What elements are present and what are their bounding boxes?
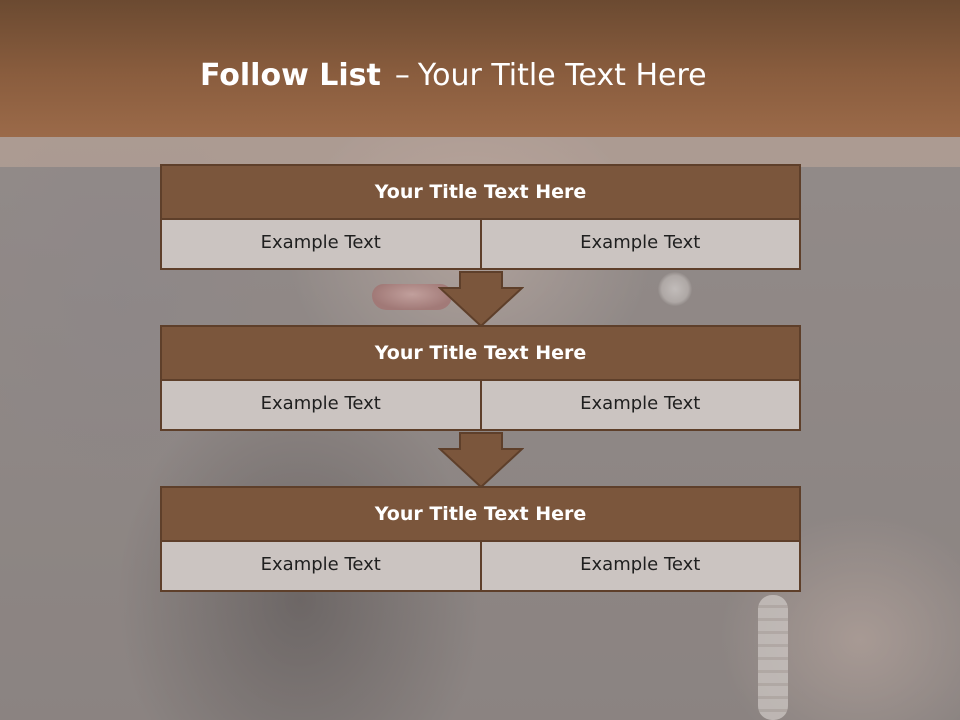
block-row: Example Text Example Text <box>160 381 801 431</box>
block-title: Your Title Text Here <box>160 486 801 542</box>
background-photo-detail <box>372 284 452 310</box>
background-band <box>0 137 960 167</box>
background-photo-detail <box>658 272 692 306</box>
list-block: Your Title Text Here Example Text Exampl… <box>160 486 801 592</box>
block-cell-right: Example Text <box>479 220 799 268</box>
block-row: Example Text Example Text <box>160 220 801 270</box>
block-cell-left: Example Text <box>162 220 480 268</box>
block-cell-left: Example Text <box>162 542 480 590</box>
block-cell-left: Example Text <box>162 381 480 429</box>
block-cell-right: Example Text <box>479 542 799 590</box>
slide-title-rest: Your Title Text Here <box>417 58 707 93</box>
slide-title: Follow List–Your Title Text Here <box>200 56 707 100</box>
down-arrow-icon <box>438 271 524 328</box>
block-row: Example Text Example Text <box>160 542 801 592</box>
down-arrow-icon <box>438 432 524 489</box>
slide-title-bold: Follow List <box>200 58 381 93</box>
block-title: Your Title Text Here <box>160 325 801 381</box>
list-block: Your Title Text Here Example Text Exampl… <box>160 164 801 270</box>
block-title: Your Title Text Here <box>160 164 801 220</box>
slide-header: Follow List–Your Title Text Here <box>0 0 960 137</box>
background-photo-detail <box>758 595 788 720</box>
slide-title-dash: – <box>394 58 410 93</box>
block-cell-right: Example Text <box>479 381 799 429</box>
list-block: Your Title Text Here Example Text Exampl… <box>160 325 801 431</box>
